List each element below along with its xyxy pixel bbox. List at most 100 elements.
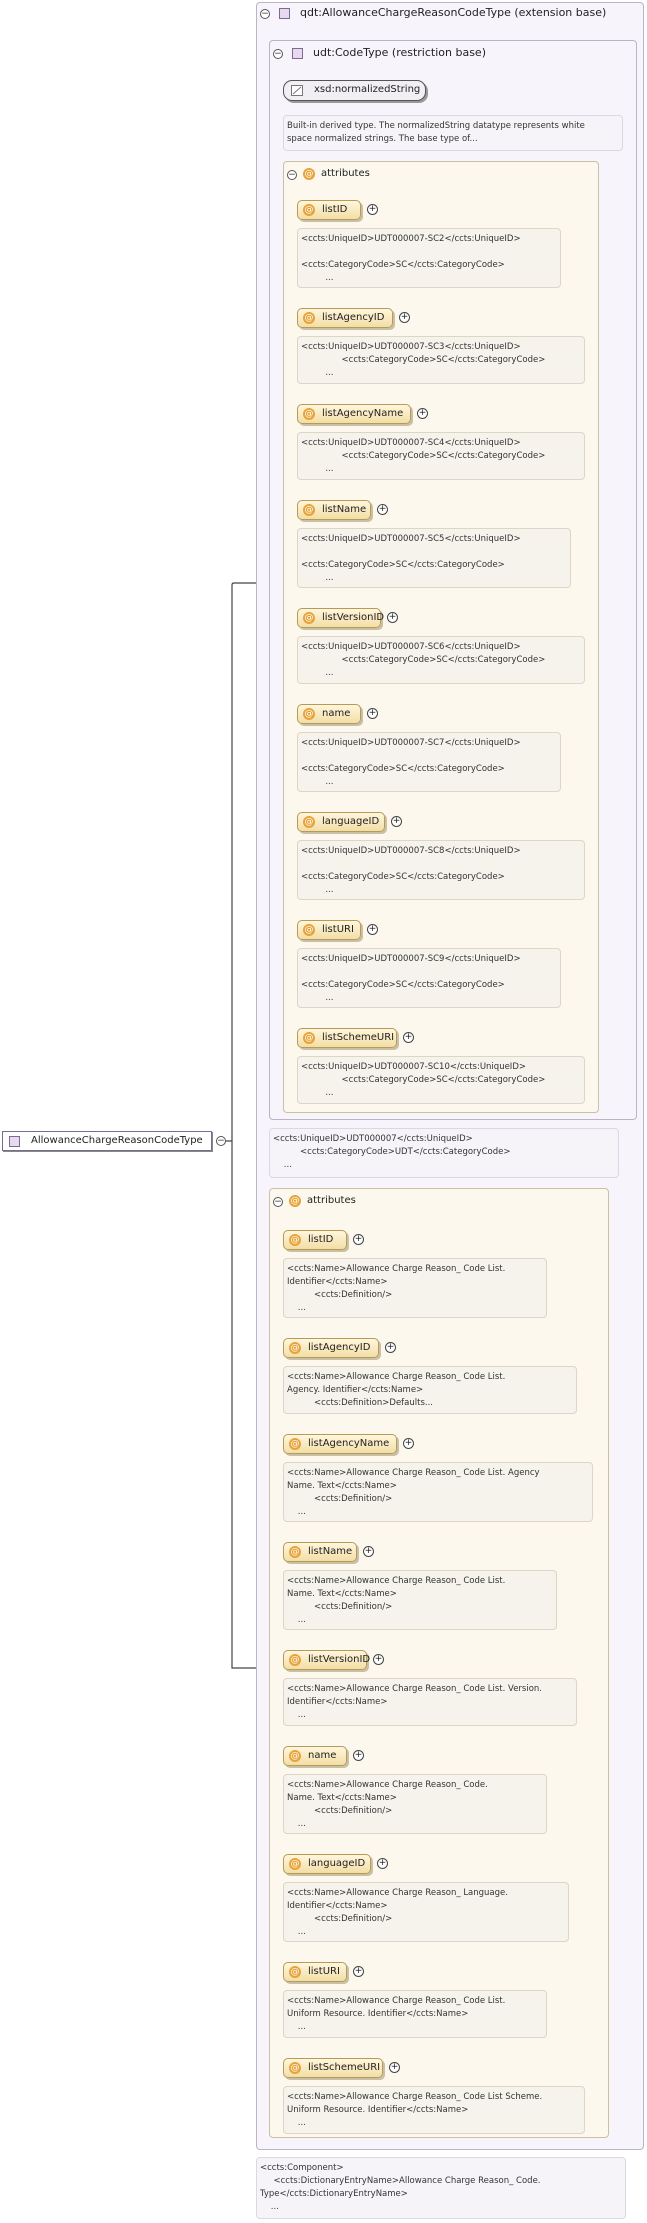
attribute-name: listAgencyID: [322, 312, 385, 323]
attribute-icon: @: [289, 1438, 301, 1450]
attribute-icon: @: [289, 2062, 301, 2074]
attribute-doc: <ccts:UniqueID>UDT000007-SC6</ccts:Uniqu…: [297, 636, 585, 684]
attribute-icon: @: [303, 312, 315, 324]
expand-icon[interactable]: +: [367, 204, 378, 215]
attribute-icon: @: [303, 1032, 315, 1044]
attribute-name: listName: [308, 1546, 353, 1557]
collapse-toggle-icon[interactable]: −: [273, 49, 283, 59]
attribute-icon: @: [303, 504, 315, 516]
restriction-base-title: udt:CodeType (restriction base): [313, 46, 486, 59]
attribute-name[interactable]: @ name: [297, 704, 361, 724]
attribute-name: listAgencyName: [308, 1438, 390, 1449]
expand-icon[interactable]: +: [387, 612, 398, 623]
attribute-icon: @: [289, 1654, 301, 1666]
attribute-doc: <ccts:Name>Allowance Charge Reason_ Code…: [283, 1258, 547, 1318]
expand-icon[interactable]: +: [367, 708, 378, 719]
attribute-doc: <ccts:Name>Allowance Charge Reason_ Code…: [283, 2086, 585, 2134]
attribute-icon: @: [303, 408, 315, 420]
attribute-listAgencyName[interactable]: @ listAgencyName: [283, 1434, 397, 1454]
expand-icon[interactable]: +: [389, 2062, 400, 2073]
attribute-doc: <ccts:Name>Allowance Charge Reason_ Lang…: [283, 1882, 569, 1942]
attribute-icon: @: [289, 1546, 301, 1558]
attribute-name: languageID: [322, 816, 380, 827]
expand-icon[interactable]: +: [363, 1546, 374, 1557]
attributes-header: @attributes: [289, 1195, 356, 1207]
collapse-toggle-icon[interactable]: −: [260, 9, 270, 19]
attribute-doc: <ccts:UniqueID>UDT000007-SC9</ccts:Uniqu…: [297, 948, 561, 1008]
attribute-doc: <ccts:UniqueID>UDT000007-SC10</ccts:Uniq…: [297, 1056, 585, 1104]
expand-icon[interactable]: +: [353, 1234, 364, 1245]
simple-type-node[interactable]: xsd:normalizedString: [283, 80, 426, 101]
attribute-doc: <ccts:UniqueID>UDT000007-SC8</ccts:Uniqu…: [297, 840, 585, 900]
attribute-icon: @: [289, 1342, 301, 1354]
root-element[interactable]: AllowanceChargeReasonCodeType: [2, 1131, 212, 1151]
attribute-listID[interactable]: @listID: [297, 200, 361, 220]
expand-icon[interactable]: +: [417, 408, 428, 419]
expand-icon[interactable]: +: [377, 1858, 388, 1869]
attribute-listVersionID[interactable]: @ listVersionID: [283, 1650, 371, 1670]
expand-icon[interactable]: +: [353, 1966, 364, 1977]
complex-type-icon: [9, 1136, 20, 1147]
complex-type-icon: [292, 48, 303, 59]
attribute-listVersionID[interactable]: @ listVersionID: [297, 608, 385, 628]
attribute-listID[interactable]: @ listID: [283, 1230, 347, 1250]
expand-icon[interactable]: +: [385, 1342, 396, 1353]
expand-icon[interactable]: +: [377, 504, 388, 515]
attribute-name: listID: [308, 1234, 334, 1245]
attribute-name: languageID: [308, 1858, 366, 1869]
collapse-toggle-icon[interactable]: −: [273, 1197, 283, 1207]
attribute-languageID[interactable]: @ languageID: [283, 1854, 371, 1874]
expand-icon[interactable]: +: [367, 924, 378, 935]
attribute-name: listAgencyName: [322, 408, 404, 419]
attribute-icon: @: [303, 708, 315, 720]
attribute-listSchemeURI[interactable]: @listSchemeURI: [297, 1028, 397, 1048]
attribute-name: listURI: [322, 924, 354, 935]
attribute-doc: <ccts:Name>Allowance Charge Reason_ Code…: [283, 1774, 547, 1834]
attributes-label: attributes: [321, 168, 370, 179]
collapse-toggle-icon[interactable]: −: [216, 1136, 226, 1146]
attribute-icon: @: [289, 1234, 301, 1246]
attributes-label: attributes: [307, 1195, 356, 1206]
expand-icon[interactable]: +: [373, 1654, 384, 1665]
attribute-listAgencyID[interactable]: @ listAgencyID: [297, 308, 393, 328]
attribute-listAgencyID[interactable]: @ listAgencyID: [283, 1338, 379, 1358]
attribute-icon: @: [303, 168, 315, 180]
extension-doc: <ccts:UniqueID>UDT000007</ccts:UniqueID>…: [269, 1128, 619, 1178]
attributes-header: @ attributes: [303, 168, 370, 180]
attribute-name[interactable]: @name: [283, 1746, 347, 1766]
simple-type-name: xsd:normalizedString: [314, 84, 421, 95]
attribute-listSchemeURI[interactable]: @ listSchemeURI: [283, 2058, 383, 2078]
attribute-listName[interactable]: @ listName: [283, 1542, 357, 1562]
attribute-listName[interactable]: @listName: [297, 500, 371, 520]
attribute-name: name: [322, 708, 351, 719]
attribute-doc: <ccts:Name>Allowance Charge Reason_ Code…: [283, 1570, 557, 1630]
complex-type-icon: [279, 8, 290, 19]
attribute-doc: <ccts:UniqueID>UDT000007-SC7</ccts:Uniqu…: [297, 732, 561, 792]
expand-icon[interactable]: +: [403, 1032, 414, 1043]
attribute-icon: @: [303, 612, 315, 624]
attribute-doc: <ccts:Name>Allowance Charge Reason_ Code…: [283, 1366, 577, 1414]
simple-type-icon: [291, 85, 303, 96]
root-element-name: AllowanceChargeReasonCodeType: [31, 1135, 203, 1146]
simple-type-doc: Built-in derived type. The normalizedStr…: [283, 115, 623, 151]
attribute-languageID[interactable]: @languageID: [297, 812, 385, 832]
attribute-doc: <ccts:UniqueID>UDT000007-SC3</ccts:Uniqu…: [297, 336, 585, 384]
attribute-icon: @: [289, 1966, 301, 1978]
expand-icon[interactable]: +: [353, 1750, 364, 1761]
collapse-toggle-icon[interactable]: −: [287, 170, 297, 180]
attribute-name: listVersionID: [308, 1654, 371, 1665]
expand-icon[interactable]: +: [403, 1438, 414, 1449]
attribute-name: listAgencyID: [308, 1342, 371, 1353]
attribute-listURI[interactable]: @ listURI: [297, 920, 361, 940]
attribute-icon: @: [289, 1858, 301, 1870]
expand-icon[interactable]: +: [399, 312, 410, 323]
attribute-name: name: [308, 1750, 337, 1761]
expand-icon[interactable]: +: [391, 816, 402, 827]
attribute-name: listSchemeURI: [308, 2062, 381, 2073]
attribute-listAgencyName[interactable]: @ listAgencyName: [297, 404, 411, 424]
attribute-doc: <ccts:Name>Allowance Charge Reason_ Code…: [283, 1462, 593, 1522]
attribute-icon: @: [303, 924, 315, 936]
attribute-listURI[interactable]: @listURI: [283, 1962, 347, 1982]
attribute-doc: <ccts:UniqueID>UDT000007-SC5</ccts:Uniqu…: [297, 528, 571, 588]
attribute-name: listVersionID: [322, 612, 385, 623]
